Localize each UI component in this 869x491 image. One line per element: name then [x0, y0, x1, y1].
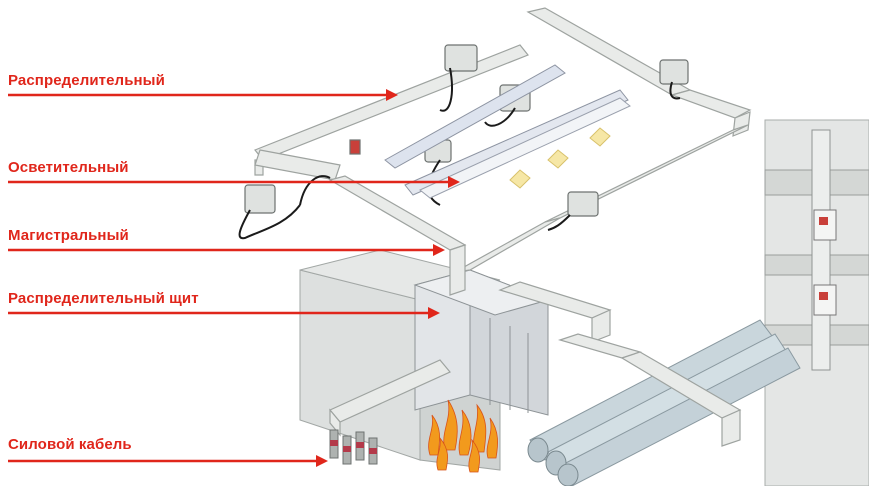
arrow-distribution-board-head: [428, 307, 440, 319]
label-trunk: Магистральный: [8, 227, 129, 244]
label-power-cable: Силовой кабель: [8, 436, 132, 453]
arrow-lighting-head: [448, 176, 460, 188]
label-lighting: Осветительный: [8, 159, 129, 176]
arrow-power-cable-head: [316, 455, 328, 467]
callout-arrows: [8, 89, 460, 467]
busway-ducts: [254, 7, 752, 447]
lighting-busway: [384, 64, 631, 199]
pipes: [527, 319, 801, 487]
label-distribution: Распределительный: [8, 72, 165, 89]
cables: [238, 67, 681, 240]
distribution-board-cabinet: [413, 269, 550, 416]
power-cable-ends: [329, 429, 378, 465]
flames: [428, 399, 499, 473]
building-floors: [764, 119, 869, 487]
arrow-trunk-head: [433, 244, 445, 256]
arrow-distribution-head: [386, 89, 398, 101]
label-distribution-board: Распределительный щит: [8, 290, 199, 307]
